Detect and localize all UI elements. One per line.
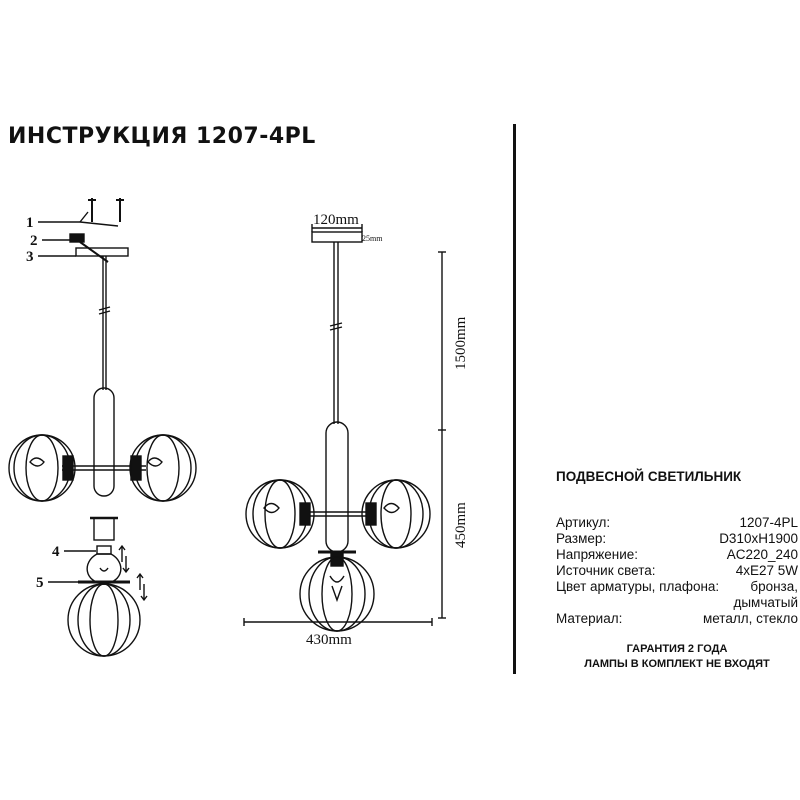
- spec-label: Напряжение:: [556, 547, 639, 562]
- spec-row: Артикул: 1207-4PL: [556, 514, 798, 531]
- cord-length-label: 1500mm: [453, 316, 469, 370]
- callout-1: 1: [26, 215, 34, 231]
- glass-globe-left: [245, 479, 315, 549]
- spec-value: AC220_240: [726, 547, 798, 562]
- canopy: [311, 231, 363, 243]
- spec-row: Размер: D310xH1900: [556, 530, 798, 547]
- callout-2: 2: [30, 233, 38, 249]
- glass-globe-left: [8, 434, 76, 502]
- glass-shade: [67, 583, 141, 657]
- central-body: [93, 387, 115, 497]
- product-type-heading: ПОДВЕСНОЙ СВЕТИЛЬНИК: [556, 469, 742, 484]
- spec-label: Материал:: [556, 611, 623, 626]
- canopy-height-label: 25mm: [362, 234, 383, 243]
- callout-3: 3: [26, 249, 34, 265]
- canopy: [75, 247, 129, 257]
- width-label: 430mm: [306, 632, 352, 648]
- spec-value: бронза,: [750, 579, 798, 594]
- spec-label: Артикул:: [556, 515, 611, 530]
- screw-icon: [88, 198, 124, 222]
- glass-globe-right: [129, 434, 197, 502]
- warranty-note: ГАРАНТИЯ 2 ГОДА: [626, 643, 728, 655]
- spec-row: Цвет арматуры, плафона: бронза,: [556, 578, 798, 595]
- glass-globe-bottom: [299, 550, 375, 632]
- exploded-view: 1 2 3 4 5: [8, 198, 197, 657]
- mounting-bracket: [69, 233, 85, 243]
- central-body: [325, 421, 349, 553]
- glass-globe-right: [361, 479, 431, 549]
- body-height-label: 450mm: [453, 502, 469, 548]
- spec-value: дымчатый: [733, 595, 798, 610]
- canopy-width-label: 120mm: [313, 212, 359, 228]
- dimensioned-view: 120mm 25mm: [243, 212, 469, 648]
- vertical-divider: [513, 124, 516, 674]
- spec-label: Источник света:: [556, 563, 656, 578]
- spec-row: Материал: металл, стекло: [556, 610, 798, 627]
- spec-value: металл, стекло: [702, 611, 798, 626]
- callout-5: 5: [36, 575, 44, 591]
- spec-label: Цвет арматуры, плафона:: [556, 579, 720, 594]
- rotate-arrow-icon: [118, 544, 148, 602]
- spec-row: Источник света: 4xE27 5W: [556, 562, 798, 579]
- socket: [93, 517, 115, 541]
- spec-value: D310xH1900: [719, 531, 798, 546]
- spec-label: Размер:: [556, 531, 607, 546]
- spec-value: 1207-4PL: [739, 515, 798, 530]
- callout-4: 4: [52, 544, 60, 560]
- spec-value: 4xE27 5W: [735, 563, 798, 578]
- spec-row: Напряжение: AC220_240: [556, 546, 798, 563]
- bulbs-note: ЛАМПЫ В КОМПЛЕКТ НЕ ВХОДЯТ: [584, 658, 770, 670]
- page-title: ИНСТРУКЦИЯ 1207-4PL: [8, 124, 316, 149]
